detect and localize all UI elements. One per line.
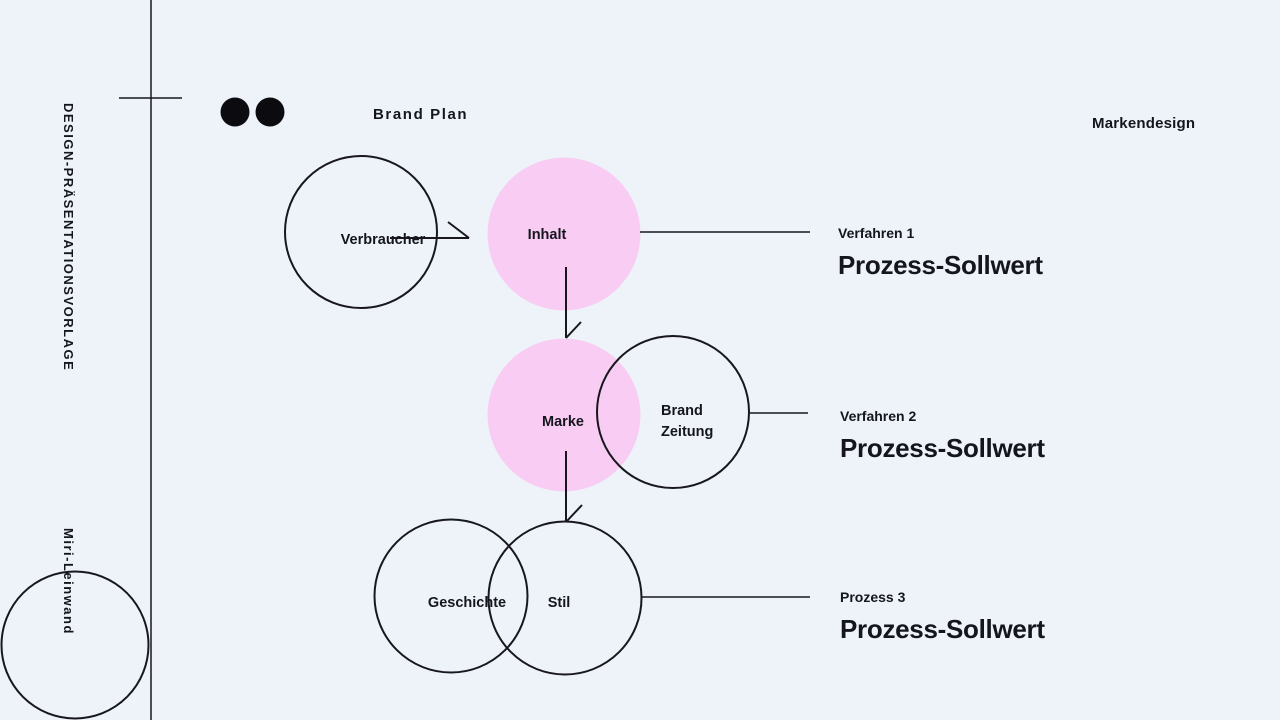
annotation-block: Verfahren 1 Prozess-Sollwert — [838, 226, 1043, 278]
node-label-line: Zeitung — [661, 423, 714, 440]
node-circle-brand-zeitung — [596, 335, 750, 489]
side-label-canvas-name: Miri-Leinwand — [61, 528, 76, 635]
node-circle-verbraucher — [284, 155, 438, 309]
side-label-template-name: DESIGN-PRÄSENTATIONSVORLAGE — [61, 103, 76, 372]
arrow-verbraucher-to-inhalt — [390, 221, 470, 239]
annotation-title: Prozess-Sollwert — [840, 433, 1045, 463]
decorative-circle — [0, 570, 150, 720]
annotation-title: Prozess-Sollwert — [838, 250, 1043, 280]
arrow-inhalt-to-marke — [565, 267, 582, 339]
annotation-kicker: Prozess 3 — [840, 589, 906, 605]
node-label-line: Brand — [661, 403, 703, 419]
node-label-inhalt: Inhalt — [527, 227, 567, 243]
node-label-stil: Stil — [547, 595, 571, 611]
node-circle-inhalt — [487, 157, 641, 311]
node-circle-marke — [487, 338, 641, 492]
corner-label: Markendesign — [1092, 115, 1196, 132]
node-label-verbraucher: Verbraucher — [340, 232, 426, 248]
logo-dot-icon — [255, 97, 285, 127]
logo-dot-icon — [220, 97, 250, 127]
annotation-block: Verfahren 2 Prozess-Sollwert — [840, 409, 1045, 461]
arrow-marke-to-stil — [565, 451, 583, 523]
node-label-geschichte: Geschichte — [427, 595, 507, 611]
annotation-kicker: Verfahren 1 — [838, 225, 915, 241]
slide-title: Brand Plan — [373, 106, 469, 123]
node-circle-geschichte — [373, 518, 529, 674]
annotation-block: Prozess 3 Prozess-Sollwert — [840, 590, 1045, 642]
node-label-brand-zeitung: Brand Zeitung — [661, 401, 713, 442]
annotation-kicker: Verfahren 2 — [840, 408, 917, 424]
annotation-title: Prozess-Sollwert — [840, 614, 1045, 644]
node-label-marke: Marke — [542, 414, 584, 430]
